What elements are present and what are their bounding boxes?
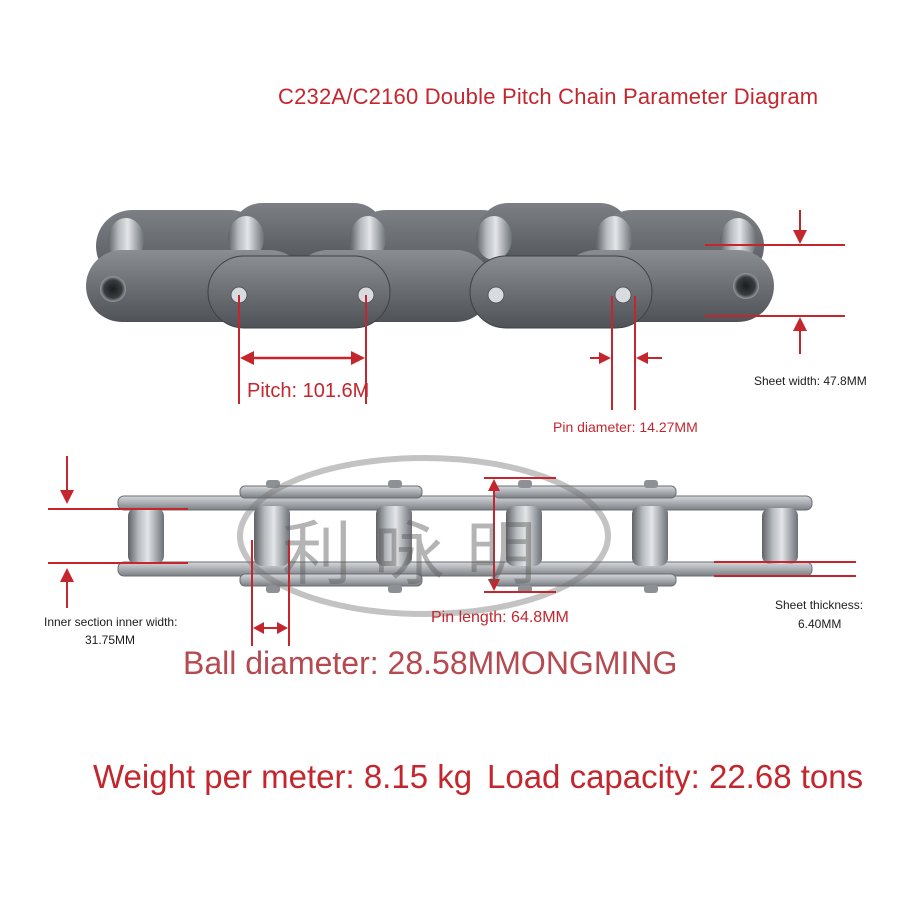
roller [254, 506, 290, 566]
pin-hole [733, 273, 759, 299]
top-annotations [238, 210, 845, 410]
roller [632, 506, 668, 566]
pin-length-label: Pin length: 64.8MM [431, 609, 569, 626]
outer-plate [239, 485, 423, 499]
load-capacity-label: Load capacity: 22.68 tons [487, 758, 864, 795]
watermark-text: 利咏明 [282, 513, 558, 595]
pin-hole [100, 276, 126, 302]
roller [762, 508, 798, 564]
pin-head [644, 585, 658, 593]
sheet-width-label: Sheet width: 47.8MM [754, 374, 867, 388]
pin-head [266, 585, 280, 593]
ball-diameter-label: Ball diameter: 28.58MMONGMING [183, 645, 678, 681]
roller [506, 506, 542, 566]
inner-width-label-line2: 31.75MM [85, 633, 136, 647]
pin-end [614, 286, 632, 304]
bottom-annotations [48, 456, 856, 646]
roller [376, 506, 412, 566]
pin-head [644, 480, 658, 488]
pin-end [487, 286, 505, 304]
roller [128, 508, 164, 564]
pin-diameter-label: Pin diameter: 14.27MM [553, 419, 698, 435]
outer-plate [239, 573, 423, 587]
back-roller [350, 216, 386, 260]
sheet-thickness-label-line2: 6.40MM [798, 617, 842, 631]
pin-head [266, 480, 280, 488]
weight-label: Weight per meter: 8.15 kg [93, 758, 473, 795]
back-plate [232, 203, 384, 263]
sheet-thickness-label-line1: Sheet thickness: [775, 598, 864, 612]
pitch-label: Pitch: 101.6M [247, 380, 370, 402]
diagram-title: C232A/C2160 Double Pitch Chain Parameter… [278, 84, 819, 109]
chain-top-view [117, 480, 813, 593]
watermark-seal [237, 455, 611, 617]
chain-side-view [86, 203, 774, 329]
pin-head [518, 480, 532, 488]
outer-link-plate [469, 255, 653, 329]
pin-head [388, 480, 402, 488]
back-roller [228, 216, 264, 260]
inner-width-label-line1: Inner section inner width: [44, 615, 178, 629]
back-roller [476, 216, 512, 260]
back-plate [478, 203, 630, 263]
back-roller [596, 216, 632, 260]
pin-head [388, 585, 402, 593]
outer-link-plate [207, 255, 391, 329]
